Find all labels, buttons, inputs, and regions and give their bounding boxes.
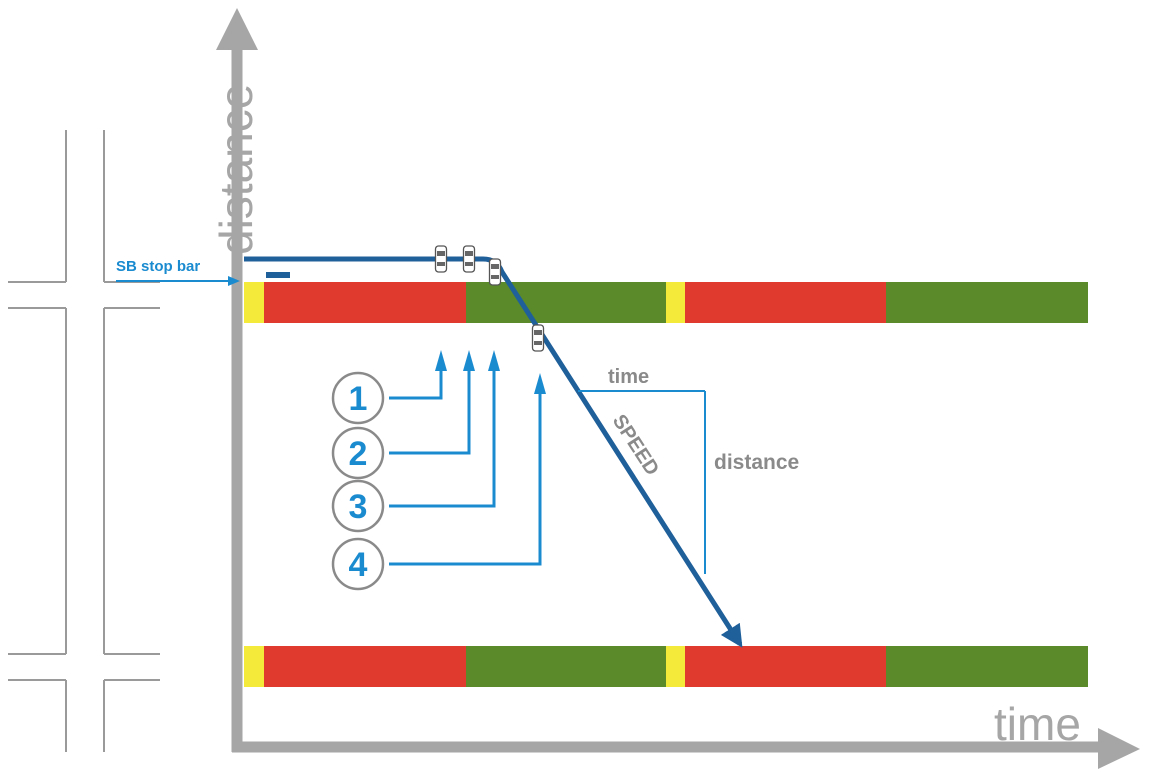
green-phase (466, 646, 666, 687)
stop-bar-label: SB stop bar (116, 258, 200, 275)
yellow-phase (666, 282, 685, 323)
arrow-up-icon (488, 350, 500, 371)
yellow-phase (666, 646, 685, 687)
green-phase (886, 282, 1088, 323)
stop-bar-arrow-icon (228, 276, 240, 286)
y-axis-label: distance (210, 84, 262, 255)
queue-detector (266, 272, 290, 278)
green-phase (466, 282, 666, 323)
arrow-up-icon (534, 373, 546, 394)
event-markers (389, 370, 542, 566)
arrow-up-icon (435, 350, 447, 371)
x-axis-label: time (994, 698, 1081, 750)
car-icon (434, 245, 448, 273)
time-annotation: time (608, 366, 649, 388)
red-phase (264, 646, 466, 687)
distance-annotation: distance (714, 451, 799, 474)
marker-2: 2 (331, 426, 385, 480)
red-phase (685, 646, 886, 687)
marker-number: 1 (349, 380, 368, 418)
y-axis-arrow-icon (216, 8, 258, 50)
yellow-phase (244, 282, 264, 323)
road-schematic (8, 130, 160, 752)
arrow-up-icon (463, 350, 475, 371)
signal-bar-upper (244, 282, 1088, 323)
event-arrows (435, 350, 546, 394)
red-phase (264, 282, 466, 323)
speed-annotation: SPEED (608, 411, 663, 480)
marker-3: 3 (331, 479, 385, 533)
marker-4: 4 (331, 537, 385, 591)
speed-triangle (578, 390, 706, 574)
marker-number: 4 (349, 546, 368, 584)
green-phase (886, 646, 1088, 687)
car-icon (488, 258, 502, 286)
red-phase (685, 282, 886, 323)
car-icon (462, 245, 476, 273)
signal-bar-lower (244, 646, 1088, 687)
marker-number: 3 (349, 488, 368, 526)
marker-number: 2 (349, 435, 368, 473)
axes (216, 8, 1140, 769)
car-icon (531, 324, 545, 352)
yellow-phase (244, 646, 264, 687)
x-axis-arrow-icon (1098, 728, 1140, 769)
marker-1: 1 (331, 371, 385, 425)
